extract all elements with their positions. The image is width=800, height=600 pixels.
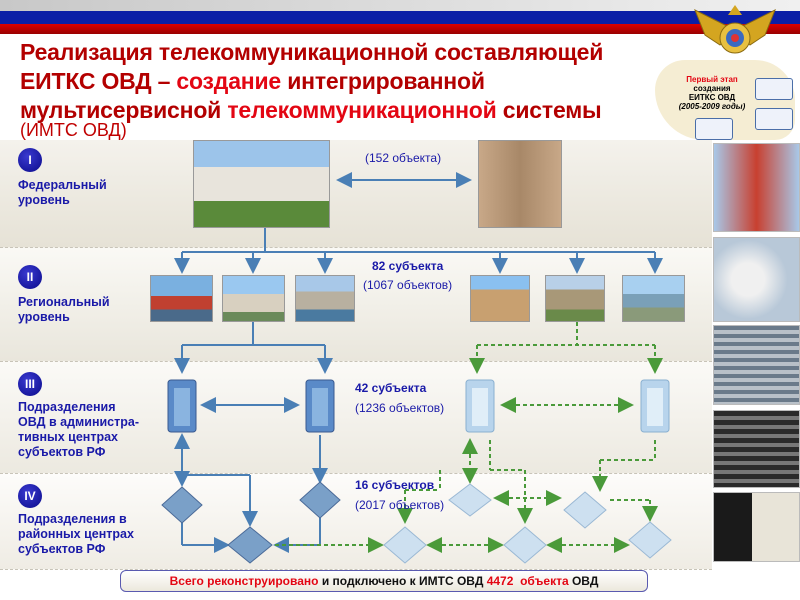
district-building-planned-icon	[448, 483, 492, 517]
regional-photo	[150, 275, 213, 322]
header-stripe-blue	[0, 11, 800, 24]
title-line-1: Реализация телекоммуникационной составля…	[20, 39, 604, 65]
total-number: 4472	[486, 574, 514, 588]
admin-count-main: 42 субъекта	[355, 381, 427, 395]
total-part: ОВД	[568, 574, 599, 588]
solid-links	[174, 172, 663, 553]
district-count-sub: (2017 объектов)	[355, 498, 445, 512]
district-count-main: 16 субъектов	[355, 478, 435, 492]
label-line: уровень	[18, 193, 70, 207]
admin-building-planned-icon	[640, 379, 670, 433]
stage-note: Первый этап создания ЕИТКС ОВД (2005-200…	[672, 75, 752, 111]
regional-photo	[470, 275, 530, 322]
total-summary: Всего реконструировано и подключено к ИМ…	[120, 570, 648, 592]
title-part: телекоммуникационной	[227, 97, 497, 123]
mvd-emblem-icon	[694, 5, 776, 54]
network-diagram	[161, 172, 672, 564]
title-line-2: ЕИТКС ОВД – создание интегрированной	[20, 67, 603, 96]
stage-line: ЕИТКС ОВД	[688, 93, 736, 102]
title-part: создание	[176, 68, 282, 94]
label-line: субъектов РФ	[18, 542, 106, 556]
stage-years: (2005-2009 годы)	[678, 102, 746, 111]
regional-photo	[622, 275, 685, 322]
equipment-rack-photo	[713, 410, 800, 488]
title-line-3: мультисервисной телекоммуникационной сис…	[20, 96, 603, 125]
map-box	[755, 108, 793, 130]
district-building-planned-icon	[503, 526, 547, 564]
district-building-icon	[227, 526, 273, 564]
satellite-dish-photo	[713, 237, 800, 322]
label-line: районных центрах	[18, 527, 134, 541]
level-badge-1: I	[18, 148, 42, 172]
title-part: мультисервисной	[20, 97, 228, 123]
total-part: Всего реконструировано	[169, 574, 319, 588]
district-building-planned-icon	[563, 491, 607, 529]
level-band-administrative	[0, 362, 712, 474]
admin-count-sub: (1236 объектов)	[355, 401, 445, 415]
regional-count-sub: (1067 объектов)	[363, 278, 453, 292]
level-band-federal	[0, 140, 712, 248]
page-subtitle: (ИМТС ОВД)	[20, 120, 127, 140]
server-cabinet-photo	[713, 492, 800, 562]
regional-count-main: 82 субъекта	[372, 259, 444, 273]
regional-photo	[545, 275, 605, 322]
stage-label: Первый этап	[686, 75, 738, 84]
district-building-icon	[161, 486, 203, 524]
admin-building-icon	[167, 379, 197, 433]
label-line: уровень	[18, 310, 70, 324]
label-line: тивных центрах	[18, 430, 118, 444]
admin-building-planned-icon	[465, 379, 495, 433]
label-line: Подразделения в	[18, 512, 127, 526]
label-line: Федеральный	[18, 178, 107, 192]
title-part: ЕИТКС ОВД –	[20, 68, 177, 94]
regional-photo	[222, 275, 285, 322]
label-line: субъектов РФ	[18, 445, 106, 459]
district-building-icon	[299, 481, 341, 519]
federal-count: (152 объекта)	[365, 151, 442, 165]
regional-photo	[295, 275, 355, 322]
district-building-planned-icon	[628, 521, 672, 559]
title-part: интегрированной	[281, 68, 485, 94]
label-line: Подразделения	[18, 400, 116, 414]
map-box	[695, 118, 733, 140]
level-badge-3: III	[18, 372, 42, 396]
title-part: системы	[496, 97, 602, 123]
admin-building-icon	[305, 379, 335, 433]
map-box	[755, 78, 793, 100]
total-part: объекта	[513, 574, 569, 588]
federal-building-2-photo	[478, 140, 562, 228]
stage-line: создания	[693, 84, 731, 93]
district-building-planned-icon	[383, 526, 427, 564]
server-rack-photo	[713, 325, 800, 405]
antenna-tower-photo	[713, 143, 800, 232]
page-title: Реализация телекоммуникационной составля…	[20, 38, 603, 125]
header-stripe-red	[0, 24, 800, 34]
label-line: ОВД в администра-	[18, 415, 139, 429]
level-badge-2: II	[18, 265, 42, 289]
federal-building-photo	[193, 140, 330, 228]
total-part: и подключено к ИМТС ОВД	[318, 574, 487, 588]
label-line: Региональный	[18, 295, 110, 309]
planned-links	[275, 322, 663, 553]
level-badge-4: IV	[18, 484, 42, 508]
header-stripe-grey	[0, 0, 800, 11]
